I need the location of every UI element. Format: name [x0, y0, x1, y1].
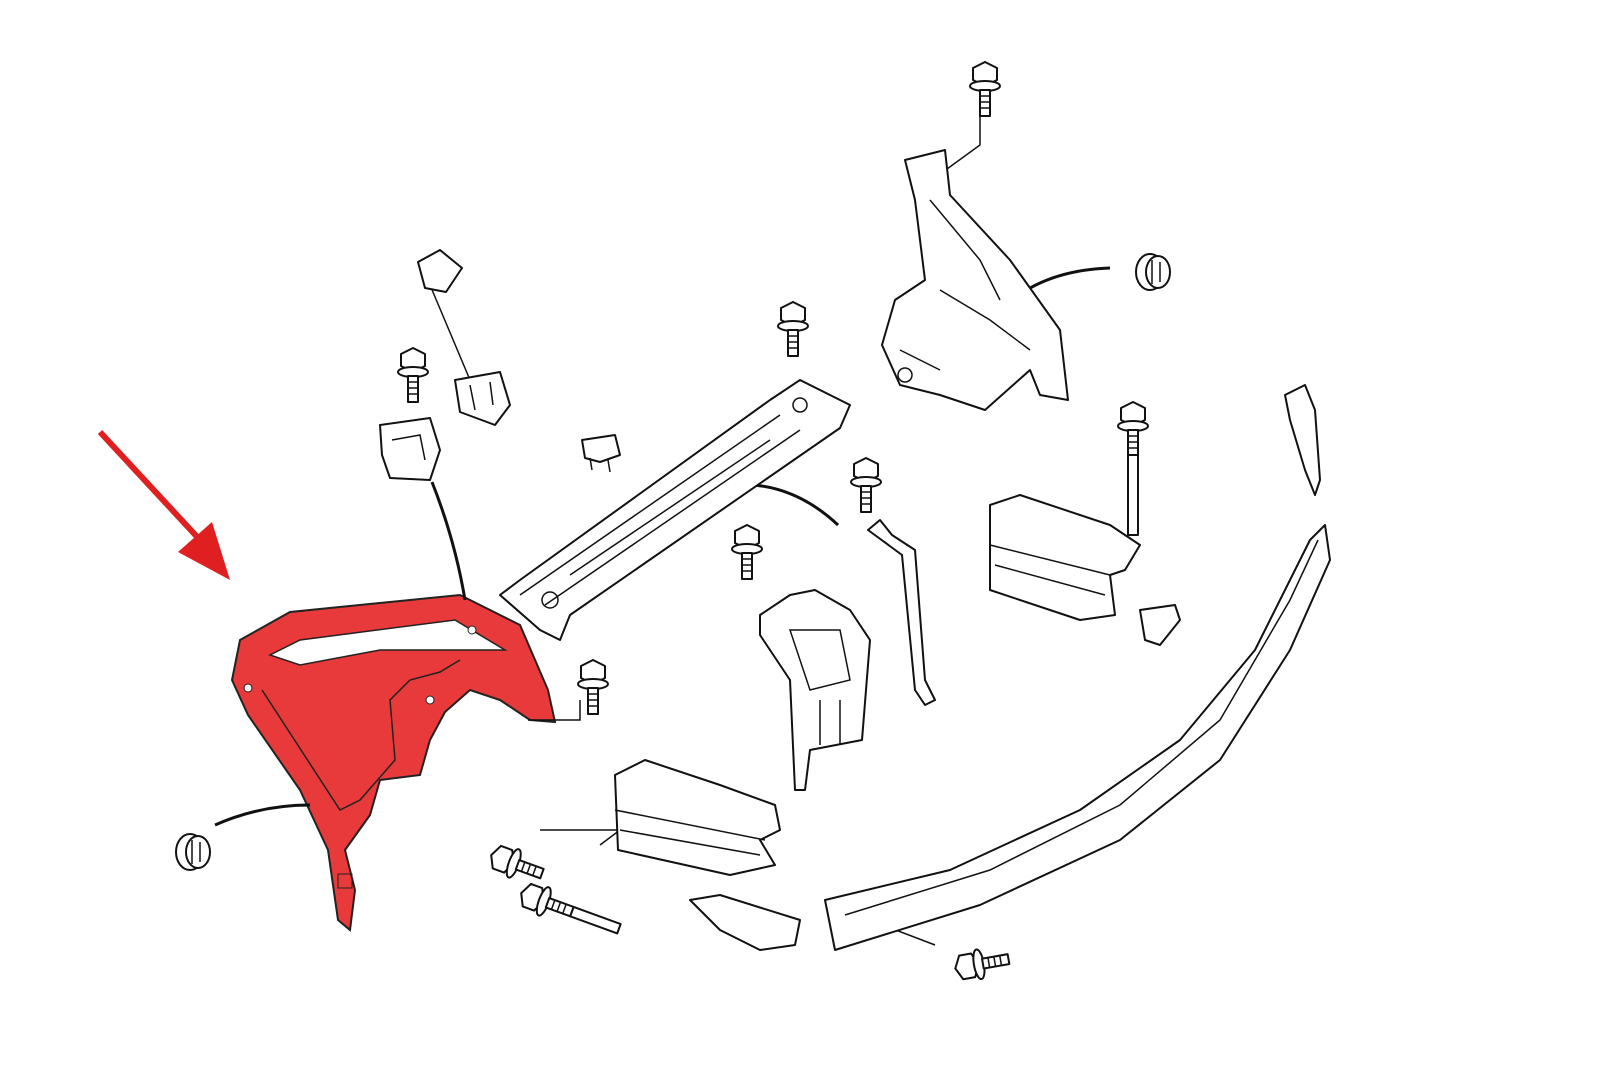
- clip-icon: [175, 833, 211, 871]
- bolt-icon: [969, 61, 1001, 117]
- clip-icon: [1135, 253, 1171, 291]
- center-support-part: [759, 589, 871, 791]
- latch-label-plate: [417, 249, 463, 293]
- latch-release-part: [379, 417, 441, 481]
- hood-latch-part: [454, 371, 511, 426]
- bolt-icon: [731, 524, 763, 580]
- pointer-arrow-icon: [97, 429, 230, 580]
- bolt-icon: [850, 457, 882, 513]
- long-bolt-icon: [1117, 401, 1149, 536]
- highlighted-bracket-part: [230, 593, 557, 932]
- bolt-icon: [577, 659, 609, 715]
- radiator-tie-bar-part: [499, 379, 851, 641]
- long-bolt-icon: [515, 878, 622, 935]
- bolt-icon: [777, 301, 809, 357]
- hood-prop-rod-part: [867, 519, 936, 706]
- bumper-mount-left-part: [614, 759, 801, 951]
- retainer-clip-icon: [581, 434, 621, 473]
- right-bracket-part: [881, 149, 1069, 411]
- bumper-beam-part: [824, 384, 1331, 951]
- bolt-icon: [397, 347, 429, 403]
- bolt-icon: [951, 943, 1013, 985]
- bolt-icon: [485, 840, 549, 889]
- bumper-mount-right-part: [989, 494, 1181, 646]
